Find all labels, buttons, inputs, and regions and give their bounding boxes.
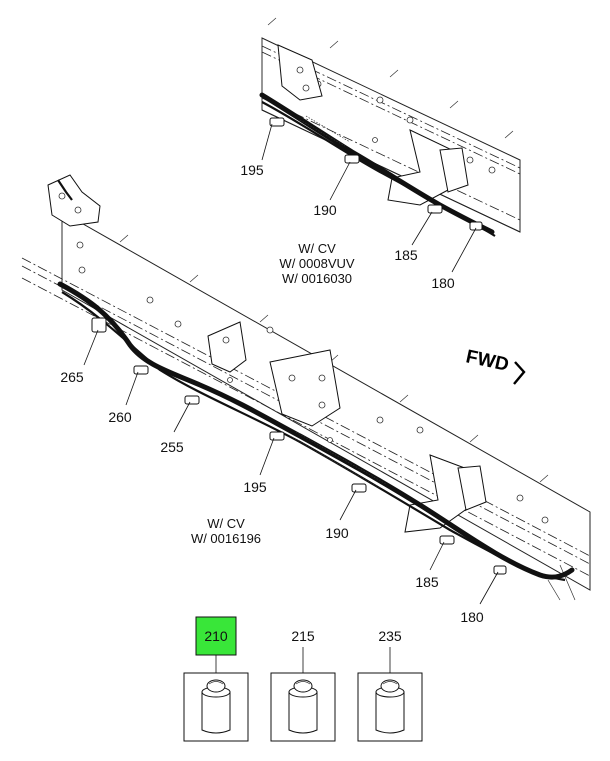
upper-callouts: 195 190 185 180 [240, 162, 455, 291]
callout-255: 255 [160, 439, 184, 455]
callout-195-lower: 195 [243, 479, 267, 495]
upper-callout-leaders [261, 123, 477, 273]
clip-265 [91, 317, 107, 333]
callout-180-upper: 180 [431, 275, 455, 291]
part-235[interactable]: 235 [357, 628, 423, 742]
callout-190-upper: 190 [313, 202, 337, 218]
clip-260 [133, 365, 149, 375]
part-235-number[interactable]: 235 [378, 628, 402, 644]
forward-arrow-icon [513, 361, 526, 385]
callout-265: 265 [60, 369, 84, 385]
lower-callouts: 265 260 255 195 190 185 180 [60, 369, 484, 625]
bottle-icon [201, 679, 231, 734]
forward-direction-indicator: FWD [464, 346, 526, 385]
lower-variant-note: W/ CV W/ 0016196 [191, 516, 261, 546]
clip-180-lower [493, 565, 507, 575]
callout-260: 260 [108, 409, 132, 425]
clip-195-lower [269, 431, 285, 441]
clip-190-lower [351, 483, 367, 493]
part-210-number[interactable]: 210 [204, 628, 228, 644]
lower-mounting-bracket [207, 321, 487, 533]
lower-frame-end [47, 174, 576, 601]
callout-185-upper: 185 [394, 247, 418, 263]
fwd-label: FWD [464, 346, 511, 376]
clip-190-upper [344, 154, 360, 164]
lower-callout-leaders [83, 329, 499, 605]
bottle-icon [375, 679, 405, 734]
callout-190-lower: 190 [325, 525, 349, 541]
lower-note-line-1: W/ CV [207, 516, 245, 531]
upper-variant-note: W/ CV W/ 0008VUV W/ 0016030 [279, 241, 354, 286]
part-215-number[interactable]: 215 [291, 628, 315, 644]
clip-185-lower [439, 535, 455, 545]
upper-note-line-1: W/ CV [298, 241, 336, 256]
upper-clips [269, 117, 483, 231]
clip-185-upper [427, 204, 443, 214]
callout-195-upper: 195 [240, 162, 264, 178]
part-210-hotspot[interactable] [195, 616, 237, 656]
lower-note-line-2: W/ 0016196 [191, 531, 261, 546]
lower-wire-harness [57, 281, 575, 582]
part-210[interactable]: 210 [183, 616, 249, 742]
callout-180-lower: 180 [460, 609, 484, 625]
upper-note-line-2: W/ 0008VUV [279, 256, 354, 271]
upper-note-line-3: W/ 0016030 [282, 271, 352, 286]
upper-frame-rail [261, 17, 521, 233]
lower-clips [91, 317, 507, 575]
upper-wire-harness [259, 92, 496, 237]
part-215[interactable]: 215 [270, 628, 336, 742]
clip-180-upper [469, 221, 483, 231]
bottle-icon [288, 679, 318, 734]
clip-195-upper [269, 117, 285, 127]
clip-255 [184, 395, 200, 405]
callout-185-lower: 185 [415, 574, 439, 590]
